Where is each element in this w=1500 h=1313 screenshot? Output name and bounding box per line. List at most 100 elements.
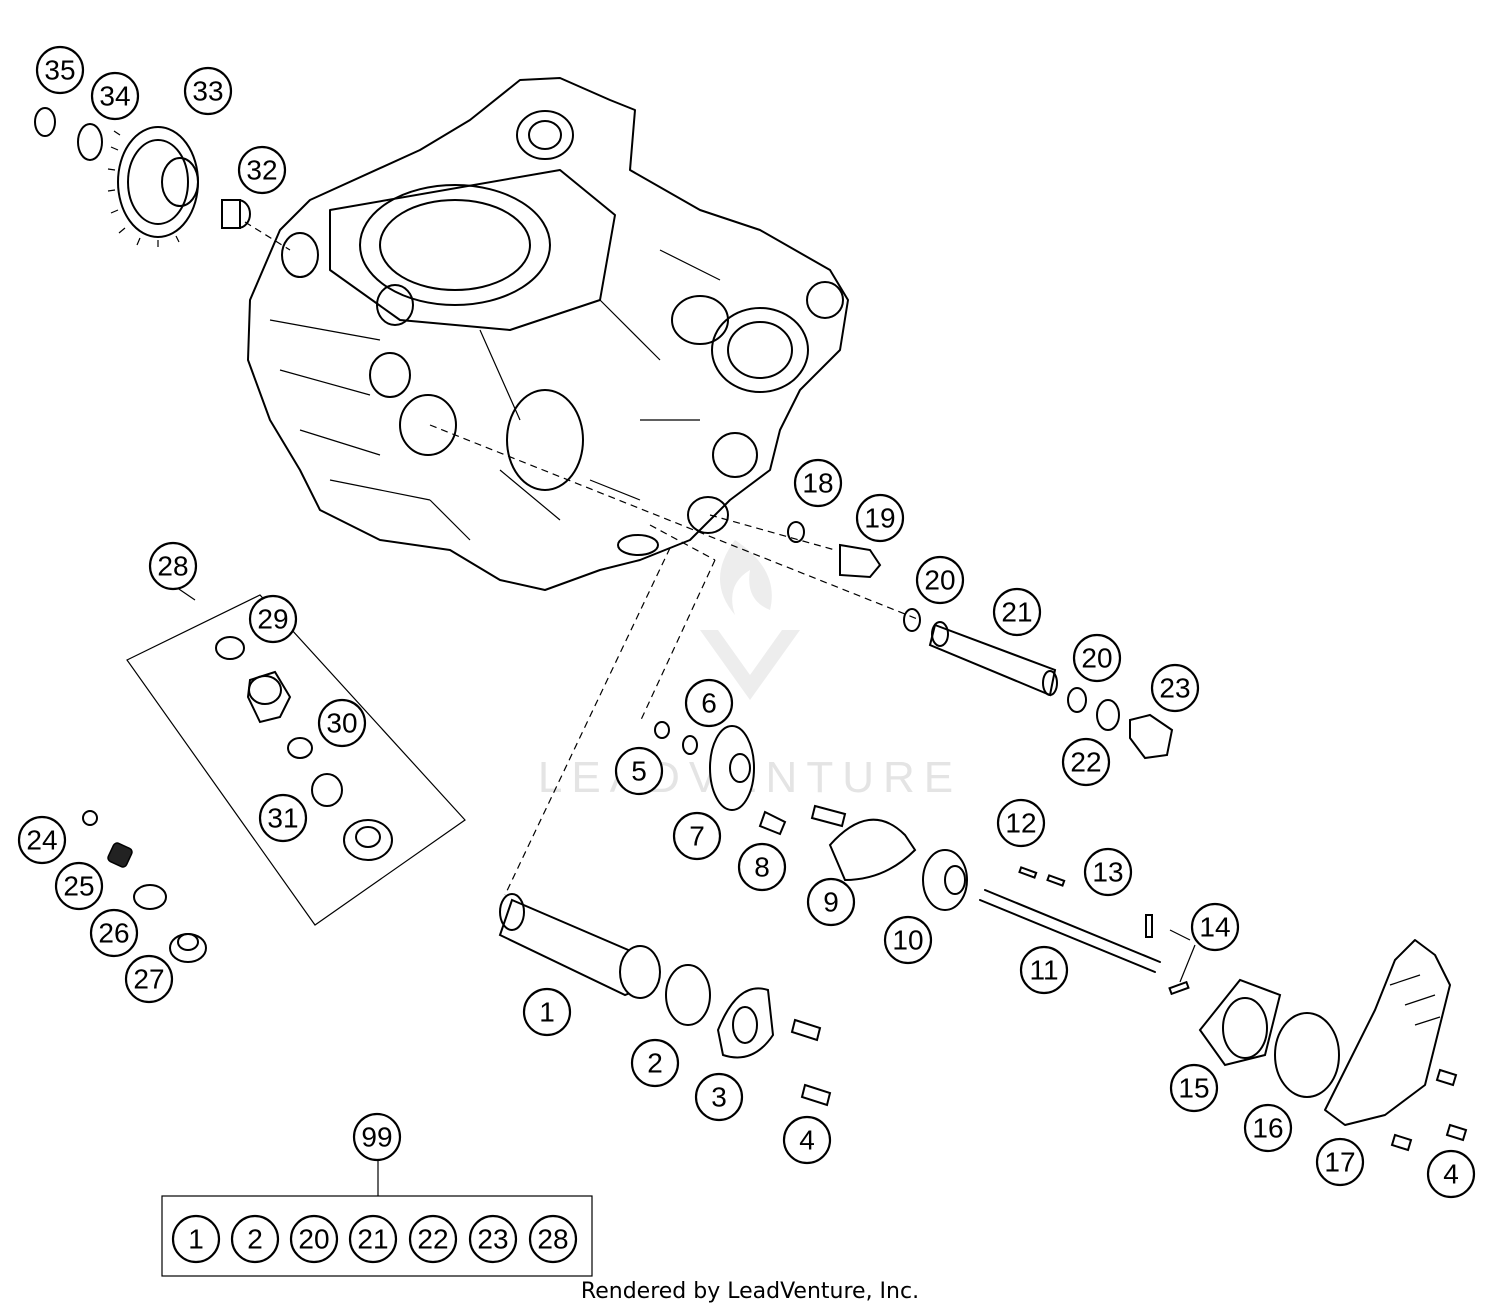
crankcase-drawing [247, 77, 849, 591]
gear-group-top-left [34, 107, 251, 247]
svg-text:22: 22 [1070, 747, 1101, 778]
callout-6: 6 [684, 678, 734, 728]
svg-text:27: 27 [133, 964, 164, 995]
callout-10: 10 [883, 915, 933, 965]
kit-item: 2 [230, 1214, 280, 1264]
kit-99-contents: 1 2 20 21 22 23 28 [171, 1214, 578, 1264]
svg-text:8: 8 [754, 852, 770, 883]
svg-text:22: 22 [417, 1224, 448, 1255]
svg-text:20: 20 [1081, 643, 1112, 674]
svg-text:26: 26 [98, 918, 129, 949]
svg-text:13: 13 [1092, 857, 1123, 888]
svg-text:2: 2 [647, 1048, 663, 1079]
callout-8: 8 [737, 842, 787, 892]
svg-text:7: 7 [689, 821, 705, 852]
svg-text:99: 99 [361, 1122, 392, 1153]
svg-text:6: 6 [701, 688, 717, 719]
oil-filter-group [498, 893, 832, 1107]
svg-text:16: 16 [1252, 1113, 1283, 1144]
callout-24: 24 [17, 815, 67, 865]
svg-text:20: 20 [298, 1224, 329, 1255]
callout-15: 15 [1169, 1063, 1219, 1113]
callout-35: 35 [35, 45, 85, 95]
svg-text:28: 28 [537, 1224, 568, 1255]
svg-text:24: 24 [26, 825, 57, 856]
callout-5: 5 [614, 746, 664, 796]
callout-1: 1 [522, 987, 572, 1037]
svg-text:2: 2 [247, 1224, 263, 1255]
svg-text:25: 25 [63, 871, 94, 902]
svg-text:12: 12 [1005, 808, 1036, 839]
svg-text:4: 4 [1443, 1159, 1459, 1190]
svg-text:11: 11 [1029, 955, 1058, 986]
kit-item: 23 [468, 1214, 518, 1264]
callout-12: 12 [996, 798, 1046, 848]
svg-text:20: 20 [924, 565, 955, 596]
callout-9: 9 [806, 877, 856, 927]
svg-text:30: 30 [326, 708, 357, 739]
callout-21: 21 [992, 587, 1042, 637]
svg-text:35: 35 [44, 55, 75, 86]
callout-4b: 4 [1426, 1149, 1476, 1199]
callout-33: 33 [183, 66, 233, 116]
shaft-group-18-23 [787, 521, 1174, 760]
callout-7: 7 [672, 811, 722, 861]
svg-text:1: 1 [539, 997, 555, 1028]
callout-16: 16 [1243, 1103, 1293, 1153]
svg-text:19: 19 [864, 503, 895, 534]
callout-30: 30 [317, 698, 367, 748]
callout-32: 32 [237, 145, 287, 195]
callout-3: 3 [694, 1072, 744, 1122]
callouts: 35 34 33 32 28 29 30 31 24 25 26 27 18 1… [17, 45, 1476, 1199]
callout-23: 23 [1150, 663, 1200, 713]
svg-text:5: 5 [631, 756, 647, 787]
svg-text:9: 9 [823, 887, 839, 918]
callout-29: 29 [248, 594, 298, 644]
svg-text:17: 17 [1324, 1147, 1355, 1178]
svg-text:14: 14 [1199, 912, 1230, 943]
svg-text:32: 32 [246, 155, 277, 186]
callout-11: 11 [1019, 945, 1069, 995]
svg-text:4: 4 [799, 1125, 815, 1156]
footer-credit: Rendered by LeadVenture, Inc. [581, 1279, 919, 1304]
kit-item: 22 [408, 1214, 458, 1264]
callout-20b: 20 [1072, 633, 1122, 683]
callout-4: 4 [782, 1115, 832, 1165]
kit-item: 20 [289, 1214, 339, 1264]
leader-lines [244, 221, 1196, 983]
callout-20: 20 [915, 555, 965, 605]
svg-text:23: 23 [477, 1224, 508, 1255]
svg-text:21: 21 [1001, 597, 1032, 628]
callout-28: 28 [148, 541, 198, 591]
callout-19: 19 [855, 493, 905, 543]
callout-31: 31 [258, 793, 308, 843]
oil-pump-group [654, 721, 1468, 1152]
svg-text:3: 3 [711, 1082, 727, 1113]
oil-screen-kit-28 [126, 584, 466, 926]
svg-text:18: 18 [802, 468, 833, 499]
svg-text:31: 31 [267, 803, 298, 834]
kit-item: 21 [348, 1214, 398, 1264]
callout-22: 22 [1061, 737, 1111, 787]
svg-text:21: 21 [357, 1224, 388, 1255]
callout-34: 34 [90, 71, 140, 121]
kit-99-box [161, 1160, 593, 1277]
callout-17: 17 [1315, 1137, 1365, 1187]
kit-item: 1 [171, 1214, 221, 1264]
svg-text:1: 1 [188, 1224, 204, 1255]
callout-13: 13 [1083, 847, 1133, 897]
callout-14: 14 [1190, 902, 1240, 952]
callout-26: 26 [89, 908, 139, 958]
svg-text:33: 33 [192, 76, 223, 107]
callout-99: 99 [352, 1112, 402, 1162]
kit-item: 28 [528, 1214, 578, 1264]
plug-group-24-27 [82, 810, 207, 963]
svg-text:23: 23 [1159, 673, 1190, 704]
svg-text:28: 28 [157, 551, 188, 582]
callout-25: 25 [54, 861, 104, 911]
svg-text:10: 10 [892, 925, 923, 956]
svg-text:15: 15 [1178, 1073, 1209, 1104]
callout-18: 18 [793, 458, 843, 508]
svg-text:29: 29 [257, 604, 288, 635]
